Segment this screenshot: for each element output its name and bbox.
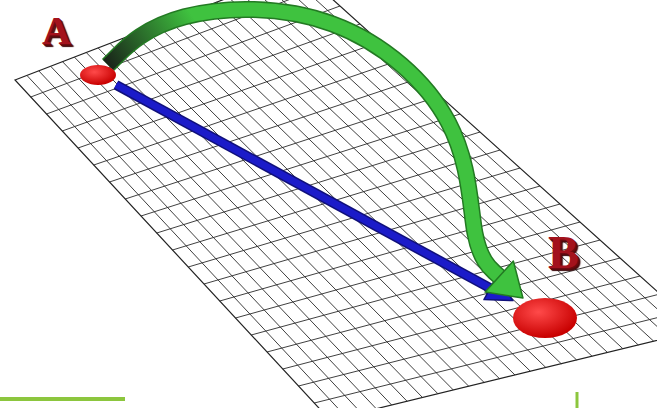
grid-line (299, 294, 657, 386)
point-dot (513, 298, 577, 338)
arrow-head (485, 261, 523, 298)
point-dot-shape (513, 298, 577, 338)
grid-line (220, 204, 560, 301)
point-dot (80, 65, 116, 85)
path-arrow (108, 9, 523, 298)
grid-line (314, 312, 657, 403)
point-letter: A (42, 11, 71, 51)
slide-accent-bar (0, 397, 125, 401)
point-marker: B (513, 298, 577, 338)
point-letter: B (548, 230, 579, 276)
grid-line (62, 24, 360, 131)
grid-line (241, 0, 623, 349)
arrow-shaft (108, 9, 499, 276)
grid-line (94, 60, 400, 165)
grid-line (253, 0, 639, 345)
arrow-outline (116, 85, 490, 288)
point-dot-shape (80, 65, 116, 85)
arrow-shaft (116, 85, 490, 288)
slide-accent-mark (576, 392, 579, 408)
grid-border (15, 0, 657, 408)
point-marker: A (80, 65, 116, 85)
perspective-grid (15, 0, 657, 408)
arrow-outline (108, 9, 499, 276)
grid-line (283, 276, 640, 369)
grid-line (39, 71, 361, 408)
